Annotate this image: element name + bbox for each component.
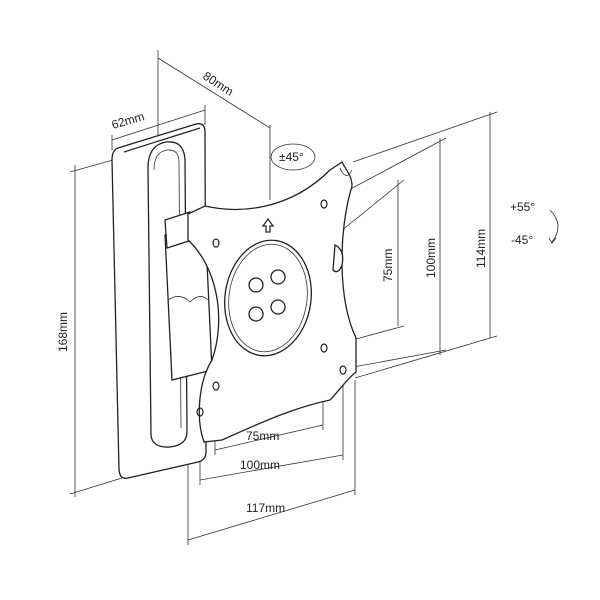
swivel-indicator	[270, 143, 316, 171]
dimension-lines	[69, 50, 498, 545]
up-arrow-icon	[261, 217, 275, 233]
label-114mm: 114mm	[474, 229, 488, 268]
label-75mm-vertical: 75mm	[381, 249, 395, 282]
label-75mm-horizontal: 75mm	[246, 429, 279, 443]
mounting-holes	[196, 199, 347, 417]
label-tilt-up: +55°	[510, 200, 535, 214]
label-62mm: 62mm	[110, 109, 146, 132]
label-100mm-vertical: 100mm	[424, 238, 438, 278]
swivel-arm	[164, 211, 213, 381]
label-swivel: ±45°	[279, 150, 304, 164]
label-80mm: 80mm	[200, 69, 236, 99]
label-117mm: 117mm	[246, 501, 285, 515]
label-168mm: 168mm	[56, 312, 70, 352]
label-tilt-down: -45°	[511, 233, 533, 247]
screws	[248, 269, 286, 322]
vesa-plate	[187, 161, 357, 443]
label-100mm-horizontal: 100mm	[240, 458, 280, 472]
tilt-arrow-icon	[548, 209, 559, 244]
